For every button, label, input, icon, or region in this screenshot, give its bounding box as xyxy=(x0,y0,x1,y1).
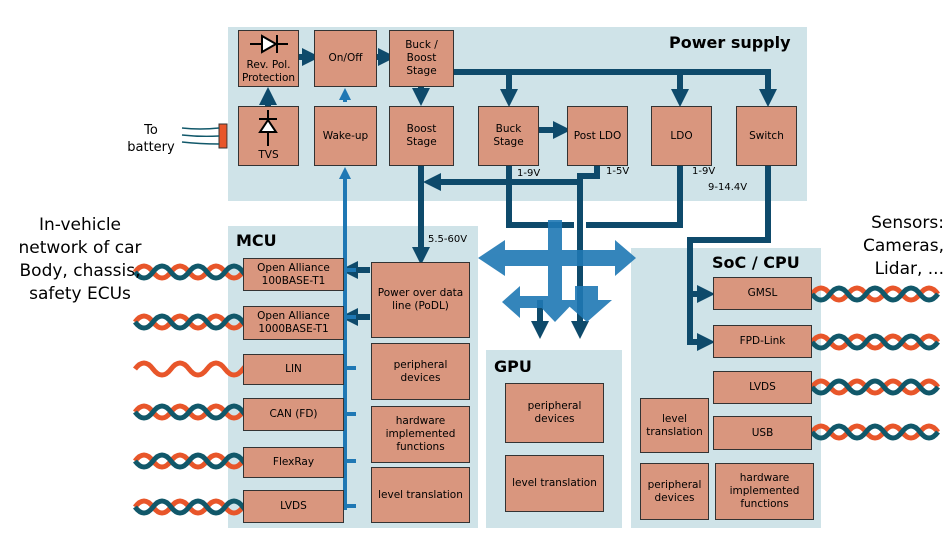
mcu-title: MCU xyxy=(236,231,277,250)
voltage-post-ldo: 1-5V xyxy=(606,166,630,177)
cable-usb-teal xyxy=(810,423,940,441)
gpu-title: GPU xyxy=(494,357,532,376)
ldo-box: LDO xyxy=(651,106,712,166)
soc-level-translation-box: level translation xyxy=(640,398,709,453)
gpu-level-translation-box: level translation xyxy=(505,455,604,512)
podl-box: Power over data line (PoDL) xyxy=(371,262,470,338)
voltage-ldo: 1-9V xyxy=(692,166,716,177)
cable-fpd-teal xyxy=(810,333,940,351)
fpd-link-box: FPD-Link xyxy=(713,325,812,358)
cable-soc-lvds-teal xyxy=(810,378,940,396)
mcu-hardware-functions-box: hardware implemented functions xyxy=(371,406,470,463)
voltage-switch: 9-14.4V xyxy=(708,182,748,193)
mcu-level-translation-box: level translation xyxy=(371,467,470,523)
flexray-box: FlexRay xyxy=(243,447,344,478)
mcu-peripheral-devices-box: peripheral devices xyxy=(371,343,470,400)
post-ldo-box: Post LDO xyxy=(567,106,628,166)
on-off-box: On/Off xyxy=(314,30,377,87)
mcu-lvds-box: LVDS xyxy=(243,490,344,523)
soc-title: SoC / CPU xyxy=(712,253,800,272)
voltage-buck: 1-9V xyxy=(517,168,541,179)
gmsl-box: GMSL xyxy=(713,277,812,310)
sensors-label: Sensors: Cameras, Lidar, ... xyxy=(863,213,944,279)
can-fd-box: CAN (FD) xyxy=(243,398,344,431)
buck-boost-stage-box: Buck / Boost Stage xyxy=(389,30,454,87)
lin-box: LIN xyxy=(243,354,344,385)
soc-hardware-functions-box: hardware implemented functions xyxy=(715,463,814,520)
cable-gmsl-teal xyxy=(810,285,940,303)
switch-box: Switch xyxy=(736,106,797,166)
battery-label: To battery xyxy=(127,123,175,155)
open-alliance-100base-t1-box: Open Alliance 100BASE-T1 xyxy=(243,258,344,291)
wake-up-box: Wake-up xyxy=(314,106,377,166)
usb-box: USB xyxy=(713,416,812,450)
boost-stage-box: Boost Stage xyxy=(389,106,454,166)
buck-stage-box: Buck Stage xyxy=(478,106,539,166)
soc-peripheral-devices-box: peripheral devices xyxy=(640,463,709,520)
voltage-podl: 5.5-60V xyxy=(428,234,468,245)
power-supply-title: Power supply xyxy=(669,33,791,52)
vehicle-network-label: In-vehicle network of car Body, chassis,… xyxy=(18,215,142,304)
open-alliance-1000base-t1-box: Open Alliance 1000BASE-T1 xyxy=(243,306,344,340)
soc-lvds-box: LVDS xyxy=(713,371,812,404)
gpu-peripheral-devices-box: peripheral devices xyxy=(505,383,604,443)
